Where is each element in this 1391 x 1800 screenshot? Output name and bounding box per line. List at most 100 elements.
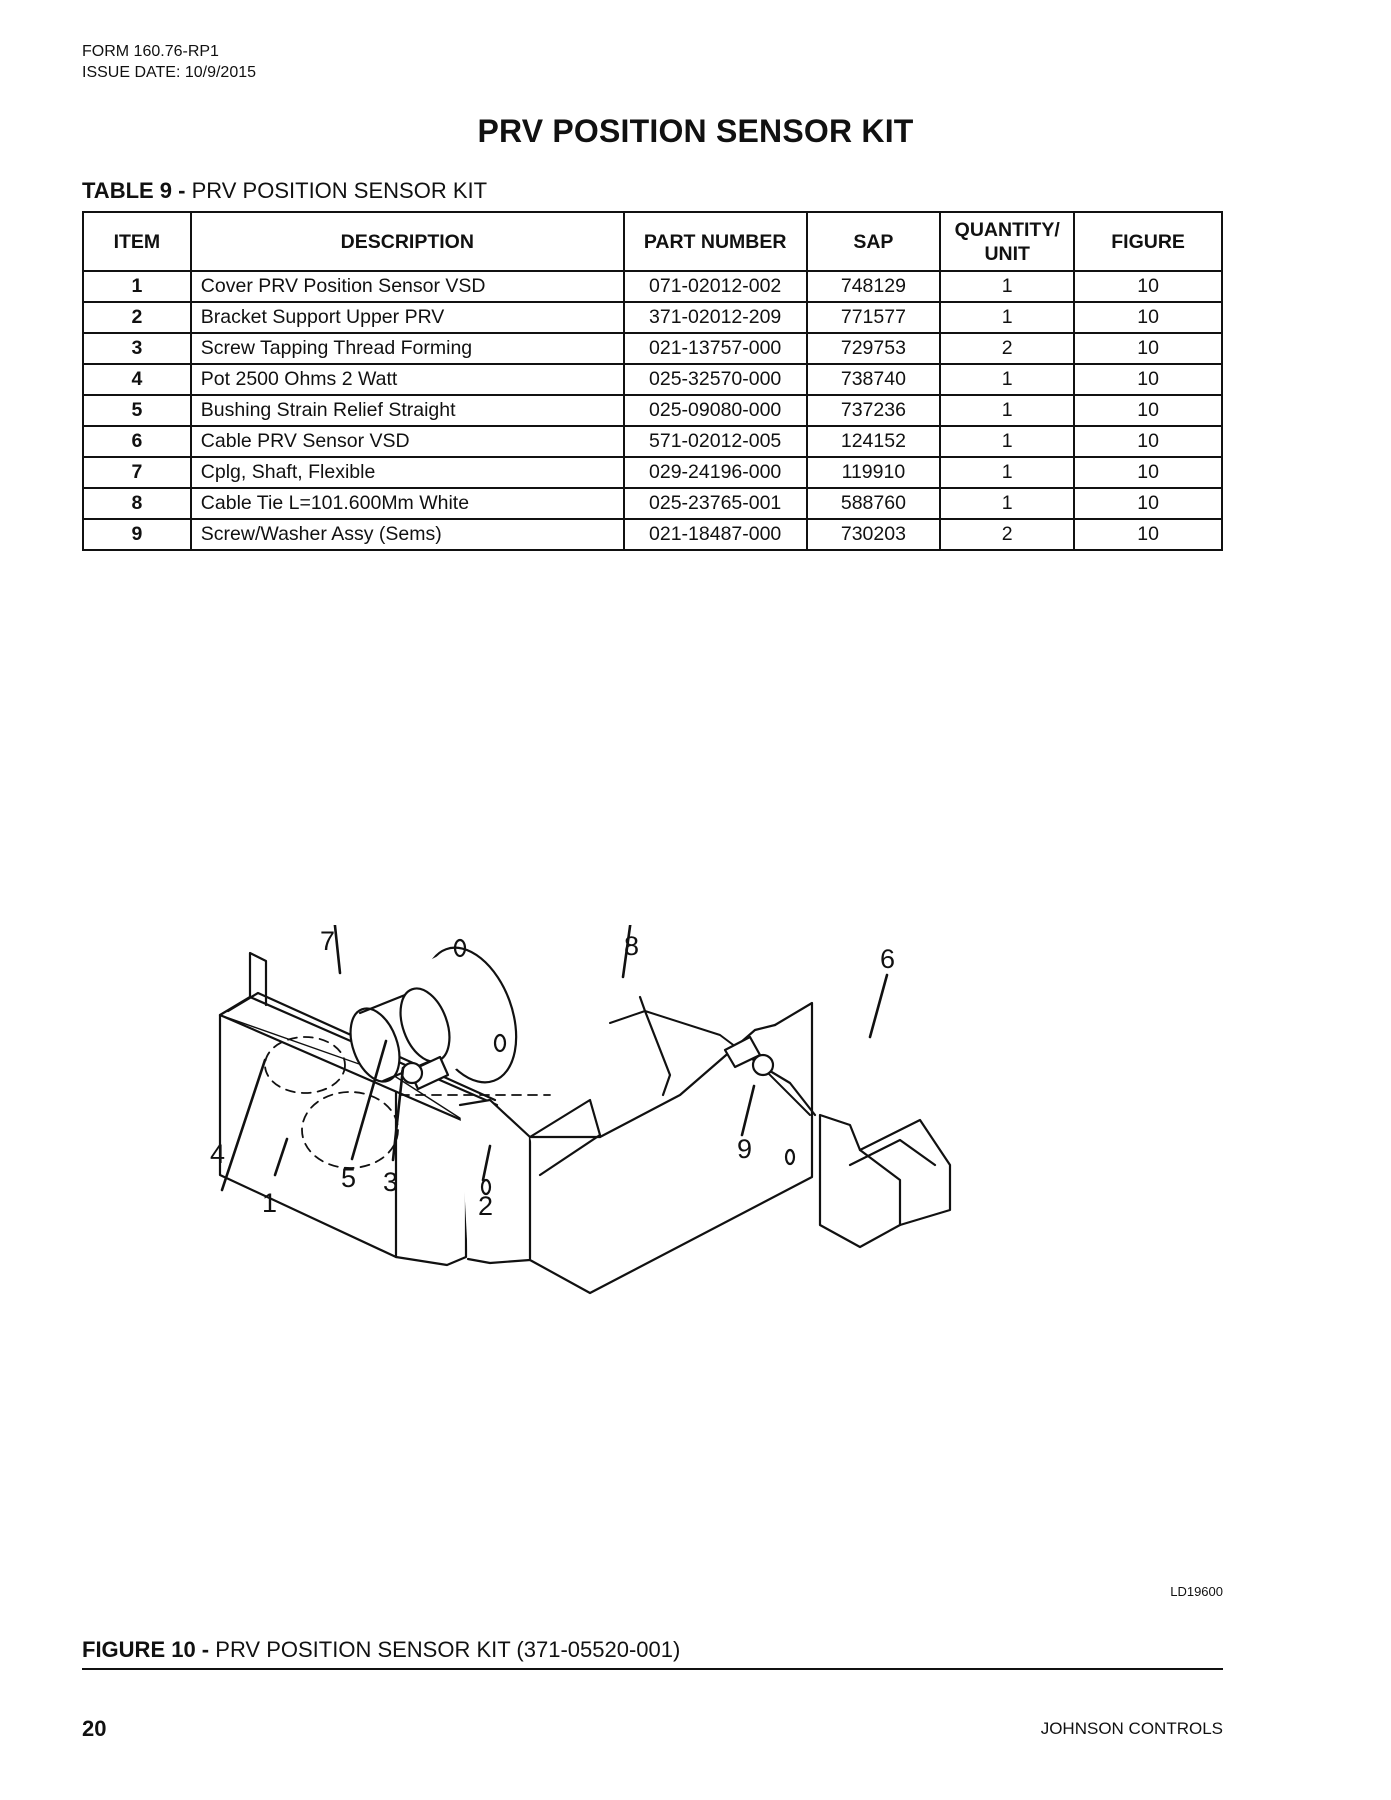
part-number-cell: 025-09080-000 (622, 394, 808, 427)
column-header-quantity-unit: QUANTITY/ UNIT (939, 211, 1076, 272)
figure-cell: 10 (1073, 270, 1223, 303)
description-cell: Screw/Washer Assy (Sems) (189, 518, 625, 551)
footer-divider (82, 1668, 1223, 1670)
form-number: FORM 160.76-RP1 (82, 43, 219, 60)
figure-cell: 10 (1073, 518, 1223, 551)
sap-cell: 730203 (805, 518, 942, 551)
callout-2: 2 (478, 1191, 493, 1221)
table-header-row: ITEM DESCRIPTION PART NUMBER SAP QUANTIT… (82, 211, 1223, 272)
description-cell: Bushing Strain Relief Straight (189, 394, 625, 427)
bracket-part (458, 1001, 814, 1295)
figure-cell: 10 (1073, 363, 1223, 396)
description-cell: Cover PRV Position Sensor VSD (189, 270, 625, 303)
item-cell: 6 (82, 425, 192, 458)
column-header-unit: UNIT (984, 242, 1030, 265)
figure-cell: 10 (1073, 332, 1223, 365)
item-cell: 3 (82, 332, 192, 365)
column-header-item: ITEM (82, 211, 192, 272)
potentiometer-hidden (264, 1036, 551, 1169)
item-cell: 2 (82, 301, 192, 334)
screws (400, 1035, 775, 1091)
quantity-cell: 1 (939, 487, 1076, 520)
quantity-cell: 1 (939, 456, 1076, 489)
parts-table: ITEM DESCRIPTION PART NUMBER SAP QUANTIT… (82, 211, 1223, 551)
table-caption-text: PRV POSITION SENSOR KIT (191, 178, 488, 203)
quantity-cell: 1 (939, 270, 1076, 303)
part-number-cell: 029-24196-000 (622, 456, 808, 489)
sap-cell: 737236 (805, 394, 942, 427)
page-number: 20 (82, 1716, 107, 1741)
column-header-quantity: QUANTITY/ (954, 218, 1060, 241)
description-cell: Bracket Support Upper PRV (189, 301, 625, 334)
figure-cell: 10 (1073, 301, 1223, 334)
sap-cell: 748129 (805, 270, 942, 303)
item-cell: 7 (82, 456, 192, 489)
figure-caption: FIGURE 10 - PRV POSITION SENSOR KIT (371… (82, 1637, 680, 1663)
column-header-figure: FIGURE (1073, 211, 1223, 272)
part-number-cell: 071-02012-002 (622, 270, 808, 303)
quantity-cell: 2 (939, 518, 1076, 551)
item-cell: 8 (82, 487, 192, 520)
figure-10-illustration: 1 2 3 4 5 6 7 8 9 (200, 925, 1100, 1365)
callout-5: 5 (341, 1163, 356, 1193)
figure-cell: 10 (1073, 456, 1223, 489)
callout-7: 7 (320, 926, 335, 956)
sap-cell: 119910 (805, 456, 942, 489)
company-name: JOHNSON CONTROLS (1040, 1719, 1223, 1738)
sap-cell: 124152 (805, 425, 942, 458)
callout-8: 8 (624, 931, 639, 961)
table-caption: TABLE 9 - PRV POSITION SENSOR KIT (82, 178, 487, 204)
item-cell: 9 (82, 518, 192, 551)
description-cell: Pot 2500 Ohms 2 Watt (189, 363, 625, 396)
callout-3: 3 (383, 1167, 398, 1197)
column-header-sap: SAP (805, 211, 942, 272)
sap-cell: 588760 (805, 487, 942, 520)
item-cell: 5 (82, 394, 192, 427)
quantity-cell: 1 (939, 363, 1076, 396)
figure-caption-label: FIGURE 10 - (82, 1637, 210, 1662)
item-cell: 1 (82, 270, 192, 303)
sap-cell: 729753 (805, 332, 942, 365)
figure-cell: 10 (1073, 487, 1223, 520)
figure-code: LD19600 (1170, 1584, 1223, 1599)
figure-caption-text: PRV POSITION SENSOR KIT (371-05520-001) (215, 1637, 681, 1662)
callout-labels: 1 2 3 4 5 6 7 8 9 (210, 926, 895, 1221)
quantity-cell: 1 (939, 425, 1076, 458)
callout-4: 4 (210, 1139, 225, 1169)
sap-cell: 771577 (805, 301, 942, 334)
callout-leaders (220, 925, 889, 1192)
item-cell: 4 (82, 363, 192, 396)
sap-cell: 738740 (805, 363, 942, 396)
part-number-cell: 021-18487-000 (622, 518, 808, 551)
part-number-cell: 025-23765-001 (622, 487, 808, 520)
part-number-cell: 021-13757-000 (622, 332, 808, 365)
part-number-cell: 025-32570-000 (622, 363, 808, 396)
column-header-part-number: PART NUMBER (622, 211, 808, 272)
quantity-cell: 1 (939, 394, 1076, 427)
column-header-description: DESCRIPTION (189, 211, 625, 272)
page-title: PRV POSITION SENSOR KIT (477, 113, 914, 149)
part-number-cell: 571-02012-005 (622, 425, 808, 458)
part-number-cell: 371-02012-209 (622, 301, 808, 334)
issue-date: ISSUE DATE: 10/9/2015 (82, 64, 257, 81)
table-caption-label: TABLE 9 - (82, 178, 186, 203)
callout-9: 9 (737, 1134, 752, 1164)
callout-6: 6 (880, 944, 895, 974)
description-cell: Screw Tapping Thread Forming (189, 332, 625, 365)
figure-cell: 10 (1073, 425, 1223, 458)
coupling-part (349, 938, 518, 1084)
quantity-cell: 1 (939, 301, 1076, 334)
callout-1: 1 (262, 1188, 277, 1218)
quantity-cell: 2 (939, 332, 1076, 365)
description-cell: Cplg, Shaft, Flexible (189, 456, 625, 489)
form-header: FORM 160.76-RP1 ISSUE DATE: 10/9/2015 (82, 41, 256, 83)
